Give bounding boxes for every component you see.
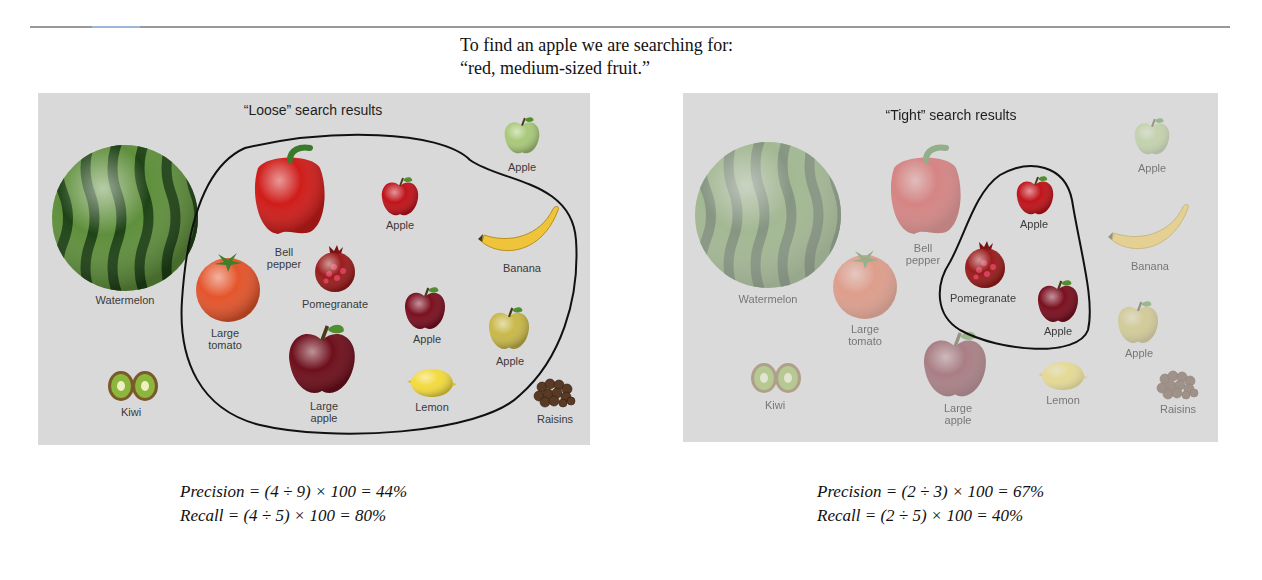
panel-title: “Tight” search results	[886, 108, 1017, 123]
fruit-label: Apple	[1020, 218, 1048, 230]
fruit-label: Apple	[1138, 162, 1166, 174]
green-apple	[1135, 118, 1170, 154]
fruit-label: Apple	[1125, 347, 1153, 359]
fruit-label: Banana	[503, 262, 541, 274]
fruit-label: Kiwi	[765, 399, 785, 411]
red-apple	[1017, 176, 1053, 214]
panel-ground	[38, 93, 590, 445]
result-region: Bell pepperAppleBananaLarge tomatoPomegr…	[174, 126, 586, 446]
fruit-label: Lemon	[1046, 394, 1080, 406]
result-region: ApplePomegranateApple	[930, 156, 1100, 360]
formula-text: Precision = (4 ÷ 9) × 100 = 44%	[180, 482, 407, 502]
formula-text: Precision = (2 ÷ 3) × 100 = 67%	[817, 482, 1044, 502]
lemon	[1038, 362, 1088, 390]
fruit-label: Banana	[1131, 260, 1169, 272]
bell-pepper	[255, 148, 325, 235]
header-rule	[30, 27, 1230, 28]
large-apple	[289, 325, 355, 393]
banana	[478, 206, 558, 250]
bell-pepper	[891, 148, 961, 235]
panel-title: “Loose” search results	[244, 103, 383, 118]
raisins	[534, 379, 575, 407]
dark-apple	[1038, 280, 1078, 322]
fruit-label: Watermelon	[739, 293, 798, 305]
fruit-label: Large apple	[300, 400, 348, 424]
yellow-apple	[1118, 301, 1158, 343]
tight-faded-fruits	[695, 118, 1198, 399]
header-mark	[92, 26, 140, 28]
region-border	[182, 135, 577, 434]
loose-fruits	[52, 117, 575, 407]
fruit-label: Pomegranate	[950, 292, 1016, 304]
raisins	[1157, 371, 1198, 399]
fruit-label: Large tomato	[199, 327, 251, 351]
fruit-label: Bell pepper	[259, 246, 309, 270]
panel-ground	[683, 93, 1218, 442]
fruit-label: Pomegranate	[302, 298, 368, 310]
green-apple	[505, 117, 540, 153]
fruit-label: Apple	[1044, 325, 1072, 337]
watermelon	[52, 143, 200, 293]
fruit-label: Apple	[508, 161, 536, 173]
fruit-label: Bell pepper	[898, 242, 948, 266]
fruit-label: Kiwi	[121, 406, 141, 418]
formula-text: Recall = (2 ÷ 5) × 100 = 40%	[817, 506, 1023, 526]
yellow-apple	[489, 307, 529, 349]
region-outline	[174, 126, 586, 446]
formula-text: Recall = (4 ÷ 5) × 100 = 80%	[180, 506, 386, 526]
watermelon	[695, 140, 843, 290]
red-apple	[382, 177, 418, 215]
kiwi	[108, 371, 158, 401]
kiwi	[751, 363, 801, 393]
fruit-label: Lemon	[415, 401, 449, 413]
lemon	[407, 369, 457, 397]
fruit-label: Apple	[386, 219, 414, 231]
tomato	[833, 250, 897, 319]
region-border	[940, 166, 1090, 349]
fruit-label: Raisins	[537, 413, 573, 425]
result-panel: “Loose” search resultsWatermelonAppleKiw…	[38, 93, 590, 445]
diagram-title: To find an apple we are searching for: “…	[460, 34, 765, 80]
fruit-label: Large apple	[934, 402, 982, 426]
region-outline	[930, 156, 1100, 360]
large-apple	[924, 332, 986, 396]
dark-apple	[405, 287, 445, 329]
banana	[1108, 204, 1188, 248]
pomegranate	[315, 245, 355, 292]
fruit-label: Apple	[413, 333, 441, 345]
fruit-label: Watermelon	[96, 294, 155, 306]
pomegranate	[965, 241, 1005, 288]
fruit-label: Large tomato	[839, 323, 891, 347]
result-panel: “Tight” search resultsWatermelonAppleBel…	[683, 93, 1218, 442]
fruit-label: Raisins	[1160, 403, 1196, 415]
fruit-label: Apple	[496, 355, 524, 367]
tomato	[196, 253, 260, 322]
